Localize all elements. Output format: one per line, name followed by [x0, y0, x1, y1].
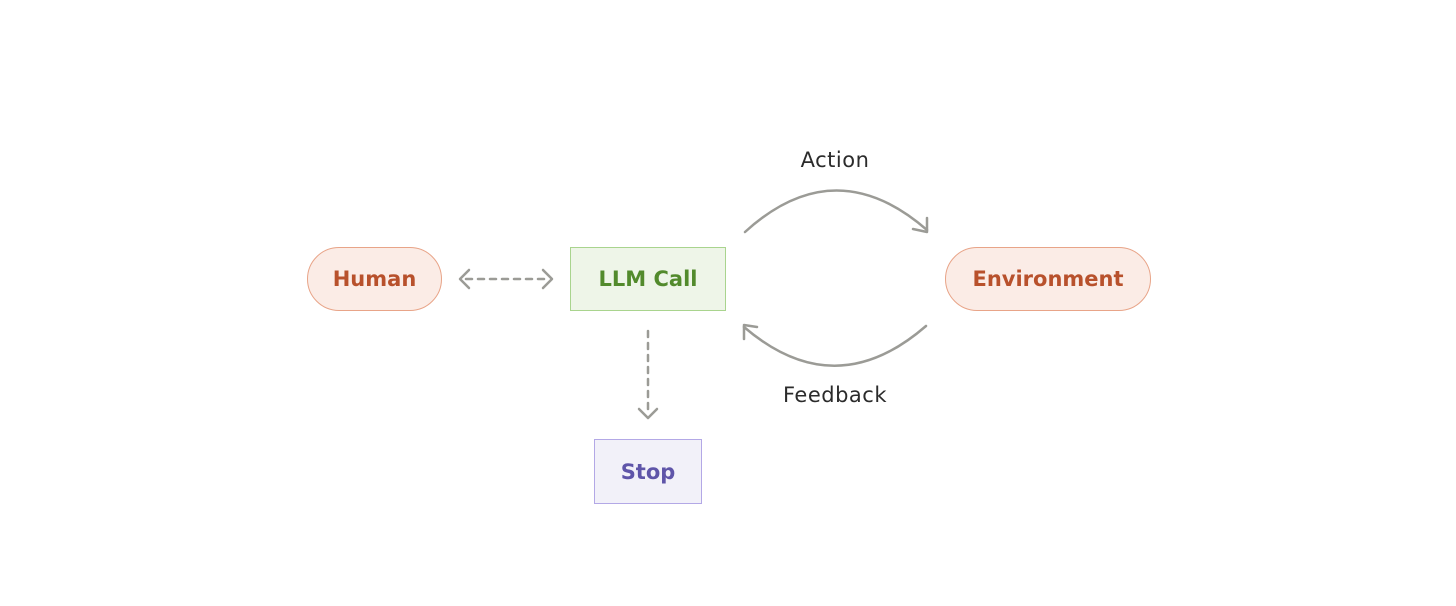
human-node: Human [307, 247, 442, 311]
feedback-label: Feedback [782, 383, 888, 407]
llm-stop-dashed-arrow [637, 329, 659, 420]
environment-label: Environment [972, 267, 1124, 291]
stop-node: Stop [594, 439, 702, 504]
feedback-arrow [742, 323, 928, 367]
human-label: Human [332, 267, 417, 291]
action-label: Action [800, 148, 870, 172]
action-arrow [743, 189, 929, 234]
environment-node: Environment [945, 247, 1151, 311]
stop-label: Stop [620, 459, 676, 484]
human-llm-dashed-arrow [458, 268, 554, 290]
llm-call-label: LLM Call [598, 267, 698, 291]
llm-call-node: LLM Call [570, 247, 726, 311]
